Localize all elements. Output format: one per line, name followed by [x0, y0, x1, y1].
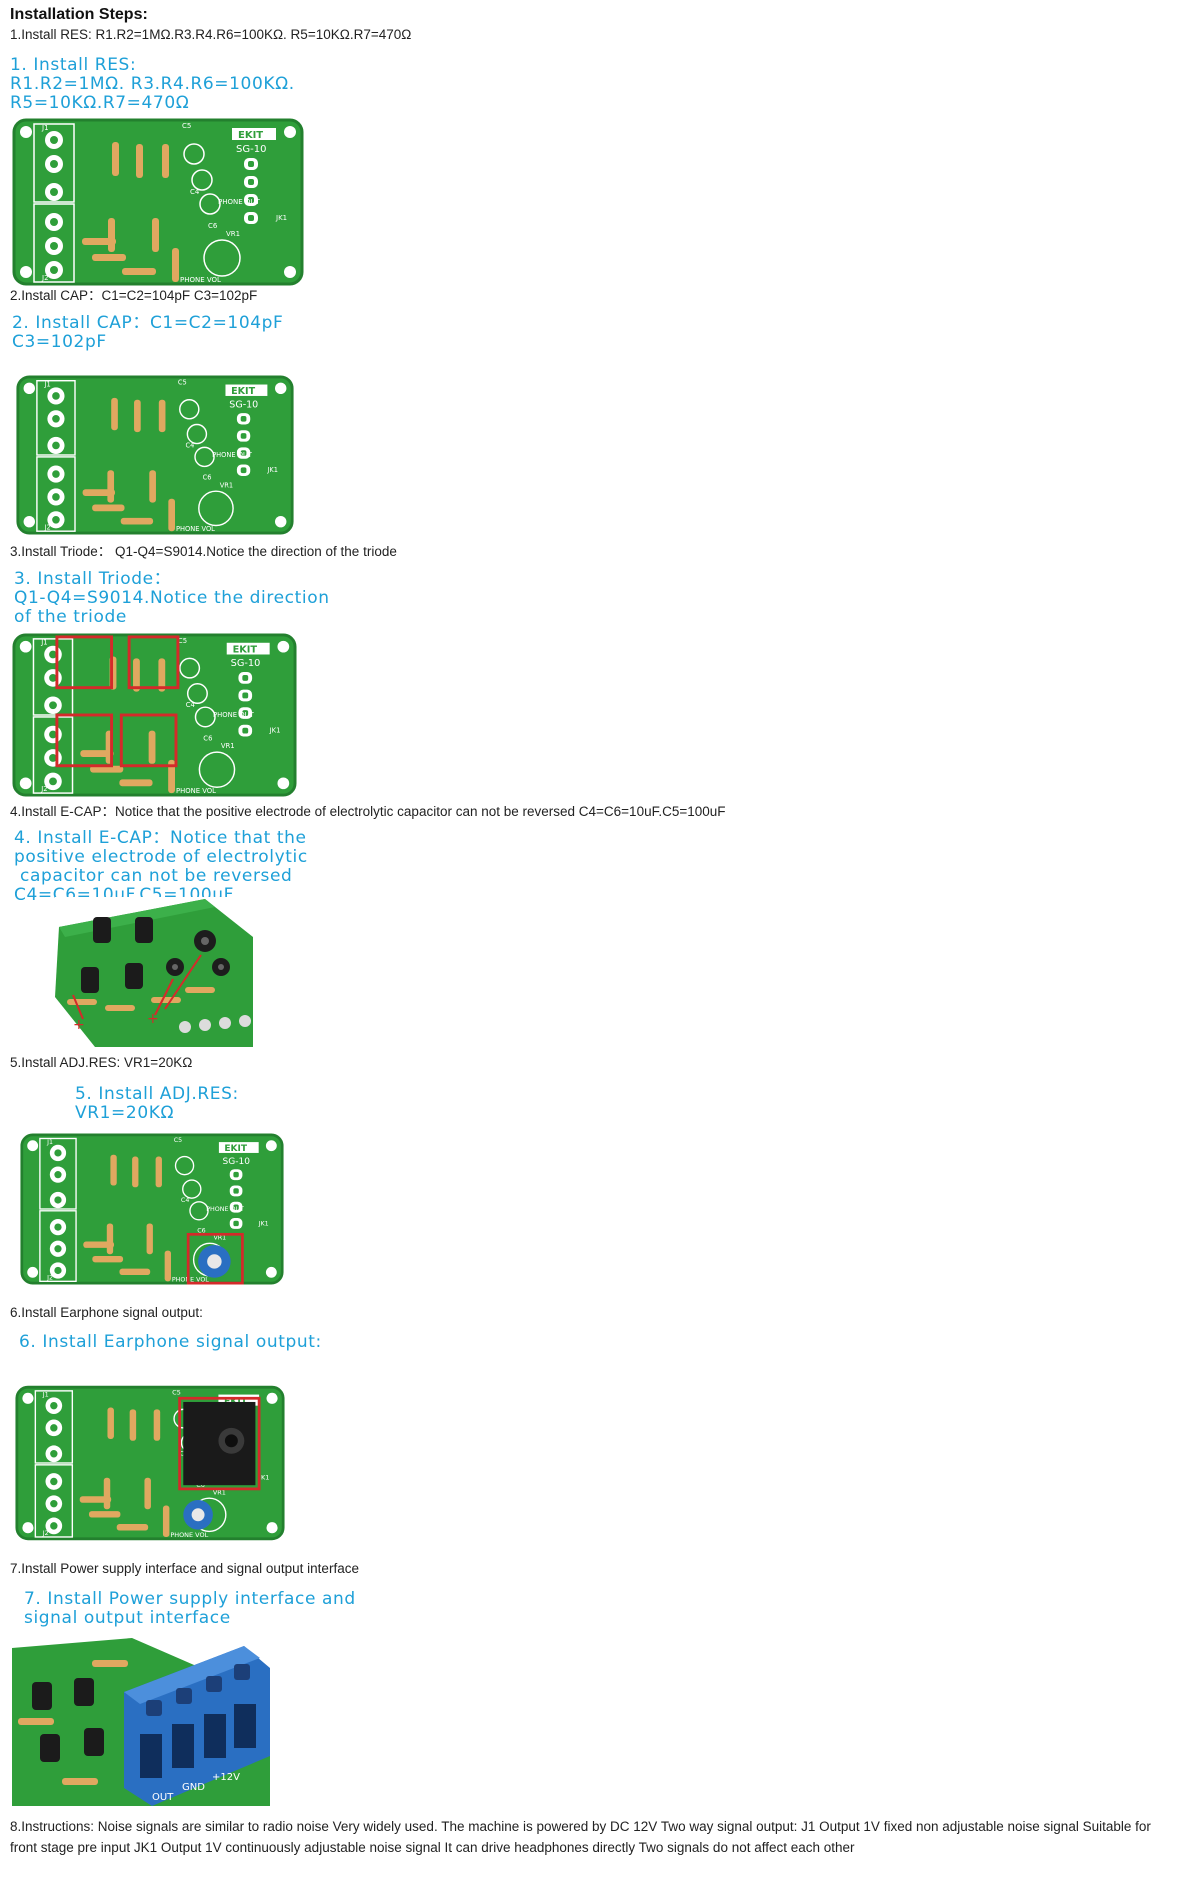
svg-text:J2: J2 [40, 785, 47, 793]
triode-highlight-boxes [55, 635, 180, 768]
svg-text:+: + [147, 1011, 159, 1027]
svg-text:J1: J1 [42, 1390, 49, 1398]
svg-text:C6: C6 [208, 222, 218, 230]
svg-text:SG-10: SG-10 [223, 1157, 251, 1167]
svg-text:VR1: VR1 [220, 481, 233, 489]
svg-text:J1: J1 [46, 1139, 53, 1146]
svg-text:EKIT: EKIT [238, 130, 263, 141]
terminal-out-label: OUT [152, 1792, 174, 1803]
svg-text:JK1: JK1 [266, 466, 278, 474]
svg-text:JK1: JK1 [275, 214, 287, 222]
svg-text:J2: J2 [41, 274, 49, 282]
step-7-text: 7.Install Power supply interface and sig… [10, 1561, 359, 1576]
svg-text:JK1: JK1 [258, 1220, 269, 1227]
svg-text:PHONE OUT: PHONE OUT [218, 198, 261, 206]
step-4-photo: + + [55, 897, 253, 1047]
step-3-caption: 3. Install Triode： Q1-Q4=S9014.Notice th… [14, 569, 330, 627]
svg-text:J2: J2 [44, 523, 51, 531]
step-7-caption: 7. Install Power supply interface and si… [24, 1589, 356, 1628]
step-3-text: 3.Install Triode： Q1-Q4=S9014.Notice the… [10, 544, 397, 559]
step-1-text: 1.Install RES: R1.R2=1MΩ.R3.R4.R6=100KΩ.… [10, 27, 412, 42]
svg-text:C4: C4 [186, 701, 195, 709]
svg-text:VR1: VR1 [213, 1235, 226, 1242]
step-2-caption: 2. Install CAP：C1=C2=104pF C3=102pF [12, 313, 284, 352]
svg-text:JK1: JK1 [258, 1474, 269, 1482]
svg-text:VR1: VR1 [221, 742, 235, 750]
step-5-caption: 5. Install ADJ.RES: VR1=20KΩ [75, 1084, 239, 1123]
svg-text:C5: C5 [178, 379, 187, 387]
svg-text:EKIT: EKIT [224, 1396, 248, 1407]
svg-text:J2: J2 [42, 1529, 49, 1537]
svg-text:EKIT: EKIT [233, 645, 258, 656]
svg-text:PHONE VOL: PHONE VOL [176, 525, 215, 533]
svg-text:+: + [73, 1017, 85, 1033]
svg-text:SG-10: SG-10 [236, 144, 266, 155]
svg-text:C4: C4 [185, 441, 194, 449]
svg-text:VR1: VR1 [226, 230, 240, 238]
svg-text:C5: C5 [182, 122, 191, 130]
step-6-caption: 6. Install Earphone signal output: [19, 1332, 322, 1352]
svg-text:PHONE OUT: PHONE OUT [212, 451, 253, 459]
svg-text:C4: C4 [181, 1197, 189, 1204]
svg-text:C5: C5 [174, 1137, 182, 1144]
svg-text:PHONE VOL: PHONE VOL [172, 1276, 209, 1283]
svg-text:PHONE VOL: PHONE VOL [176, 787, 216, 795]
svg-text:PHONE VOL: PHONE VOL [170, 1531, 208, 1539]
jack-highlight-box [178, 1396, 261, 1530]
step-1-caption: 1. Install RES: R1.R2=1MΩ. R3.R4.R6=100K… [10, 55, 295, 113]
svg-text:EKIT: EKIT [224, 1144, 248, 1154]
svg-text:VR1: VR1 [213, 1488, 226, 1496]
svg-text:J1: J1 [44, 380, 51, 388]
svg-text:SG-10: SG-10 [231, 658, 261, 669]
step-5-text: 5.Install ADJ.RES: VR1=20KΩ [10, 1055, 193, 1070]
page-title: Installation Steps: [10, 6, 148, 23]
svg-text:J2: J2 [46, 1275, 53, 1282]
svg-text:C6: C6 [197, 1228, 205, 1235]
svg-text:C6: C6 [203, 734, 212, 742]
terminal-gnd-label: GND [182, 1782, 205, 1793]
svg-text:JK1: JK1 [269, 727, 281, 735]
svg-text:EKIT: EKIT [231, 386, 255, 397]
step-2-text: 2.Install CAP：C1=C2=104pF C3=102pF [10, 288, 258, 303]
step-7-photo: OUT GND +12V [12, 1638, 270, 1806]
step-4-text: 4.Install E-CAP：Notice that the positive… [10, 804, 726, 819]
vr1-highlight-box [186, 1232, 244, 1285]
svg-text:C4: C4 [190, 188, 200, 196]
svg-text:C5: C5 [178, 637, 187, 645]
svg-text:J1: J1 [41, 124, 49, 132]
step-4-caption: 4. Install E-CAP：Notice that the positiv… [14, 828, 308, 905]
svg-text:PHONE OUT: PHONE OUT [213, 711, 255, 719]
svg-text:PHONE OUT: PHONE OUT [206, 1206, 244, 1213]
terminal-12v-label: +12V [212, 1772, 240, 1783]
svg-text:SG-10: SG-10 [229, 399, 258, 410]
svg-text:C6: C6 [203, 474, 212, 482]
step-8-text: 8.Instructions: Noise signals are simila… [10, 1819, 1151, 1855]
step-6-text: 6.Install Earphone signal output: [10, 1305, 203, 1320]
svg-text:C5: C5 [172, 1389, 181, 1397]
svg-text:PHONE VOL: PHONE VOL [180, 276, 221, 284]
svg-text:J1: J1 [40, 639, 47, 647]
